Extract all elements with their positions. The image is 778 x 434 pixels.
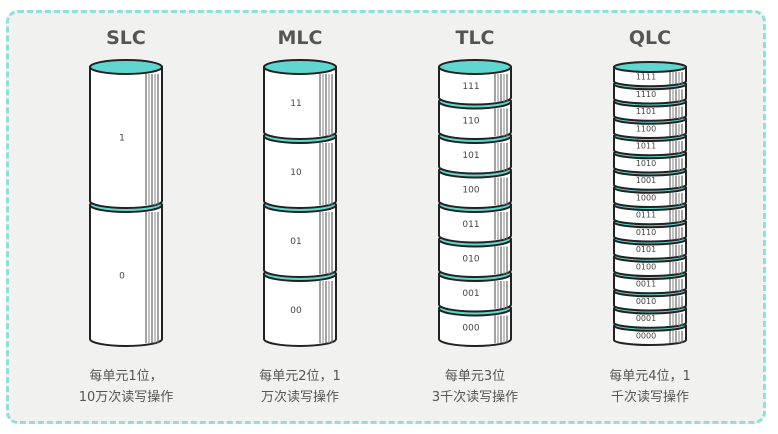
cylinder-mlc: 00 01 10 11 bbox=[263, 59, 337, 347]
caption-mlc: 每单元2位，1 万次读写操作 bbox=[220, 366, 380, 408]
cylinder-tlc: 000 001 010 011 100 101 110 111 bbox=[438, 59, 512, 347]
cell-segment: 111 bbox=[438, 59, 512, 106]
caption-line: 每单元3位 bbox=[444, 369, 506, 384]
cell-value-label: 1101 bbox=[636, 107, 656, 116]
cell-value-label: 0111 bbox=[636, 211, 656, 220]
cell-value-label: 0010 bbox=[636, 297, 656, 306]
cell-segment: 1 bbox=[89, 59, 163, 209]
cell-value-label: 1000 bbox=[636, 193, 656, 202]
cell-value-label: 1010 bbox=[636, 159, 656, 168]
title-mlc: MLC bbox=[277, 27, 323, 49]
caption-line: 每单元1位， bbox=[89, 369, 163, 384]
cell-segment: 0 bbox=[89, 197, 163, 347]
caption-line: 万次读写操作 bbox=[260, 390, 339, 405]
title-tlc: TLC bbox=[455, 27, 495, 49]
cell-value-label: 1110 bbox=[636, 90, 656, 99]
cell-value-label: 001 bbox=[462, 289, 479, 299]
cell-value-label: 00 bbox=[290, 306, 302, 316]
cell-value-label: 0000 bbox=[636, 331, 656, 340]
cell-value-label: 0101 bbox=[636, 245, 656, 254]
caption-slc: 每单元1位， 10万次读写操作 bbox=[46, 366, 206, 408]
title-slc: SLC bbox=[106, 27, 146, 49]
cell-segment: 01 bbox=[263, 197, 337, 278]
cell-value-label: 0 bbox=[119, 272, 125, 282]
cell-value-label: 11 bbox=[290, 99, 301, 109]
cell-value-label: 10 bbox=[290, 168, 302, 178]
caption-line: 每单元4位，1 bbox=[609, 369, 691, 384]
cell-value-label: 110 bbox=[462, 116, 479, 126]
cylinder-slc: 01 bbox=[89, 59, 163, 347]
cell-value-label: 000 bbox=[462, 323, 479, 333]
cell-segment: 110 bbox=[438, 93, 512, 140]
caption-line: 每单元2位，1 bbox=[259, 369, 341, 384]
cell-value-label: 0011 bbox=[636, 280, 656, 289]
cell-value-label: 100 bbox=[462, 185, 479, 195]
cell-value-label: 101 bbox=[462, 151, 479, 161]
caption-line: 千次读写操作 bbox=[610, 390, 689, 405]
cell-value-label: 1001 bbox=[636, 176, 656, 185]
cell-segment: 11 bbox=[263, 59, 337, 140]
cell-value-label: 111 bbox=[462, 82, 479, 92]
cell-value-label: 0110 bbox=[636, 228, 656, 237]
cell-value-label: 1011 bbox=[636, 142, 656, 151]
caption-line: 3千次读写操作 bbox=[431, 390, 519, 405]
cylinder-qlc: 0000 0001 0010 0011 0100 0101 0110 0111 1000 1001… bbox=[613, 61, 687, 346]
title-qlc: QLC bbox=[628, 27, 672, 49]
cell-segment: 1111 bbox=[613, 61, 687, 88]
cell-value-label: 010 bbox=[462, 254, 479, 264]
cell-value-label: 1100 bbox=[636, 124, 656, 133]
caption-qlc: 每单元4位，1 千次读写操作 bbox=[570, 366, 730, 408]
cell-segment: 10 bbox=[263, 128, 337, 209]
cell-value-label: 0100 bbox=[636, 262, 656, 271]
caption-line: 10万次读写操作 bbox=[78, 390, 174, 405]
cell-value-label: 1 bbox=[119, 134, 125, 144]
caption-tlc: 每单元3位 3千次读写操作 bbox=[395, 366, 555, 408]
cell-value-label: 0001 bbox=[636, 314, 656, 323]
cell-value-label: 1111 bbox=[636, 73, 656, 82]
cell-value-label: 011 bbox=[462, 220, 479, 230]
cell-value-label: 01 bbox=[290, 237, 301, 247]
cell-segment: 00 bbox=[263, 266, 337, 347]
